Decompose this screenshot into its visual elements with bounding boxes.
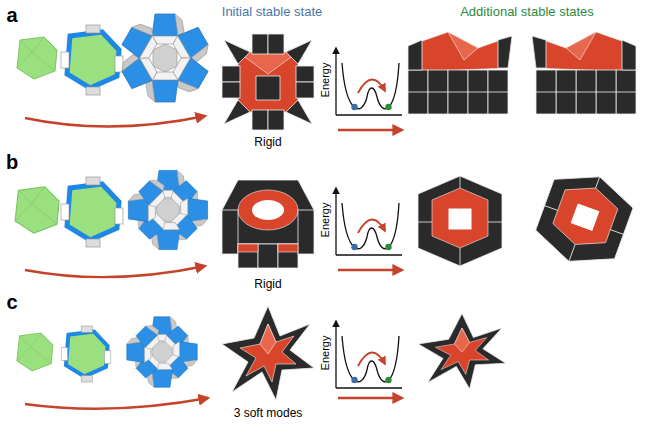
state-note: Rigid [254, 278, 281, 291]
panel-letter: b [6, 151, 18, 173]
panel-letter: c [6, 291, 17, 313]
axis-label: Energy [319, 203, 331, 238]
column-header: Initial stable state [222, 5, 322, 19]
column-header: Additional stable states [460, 5, 594, 19]
axis-label: Energy [319, 63, 331, 98]
state-note: 3 soft modes [234, 407, 303, 420]
axis-label: Energy [319, 336, 331, 371]
state-note: Rigid [254, 136, 281, 149]
panel-letter: a [6, 4, 17, 26]
